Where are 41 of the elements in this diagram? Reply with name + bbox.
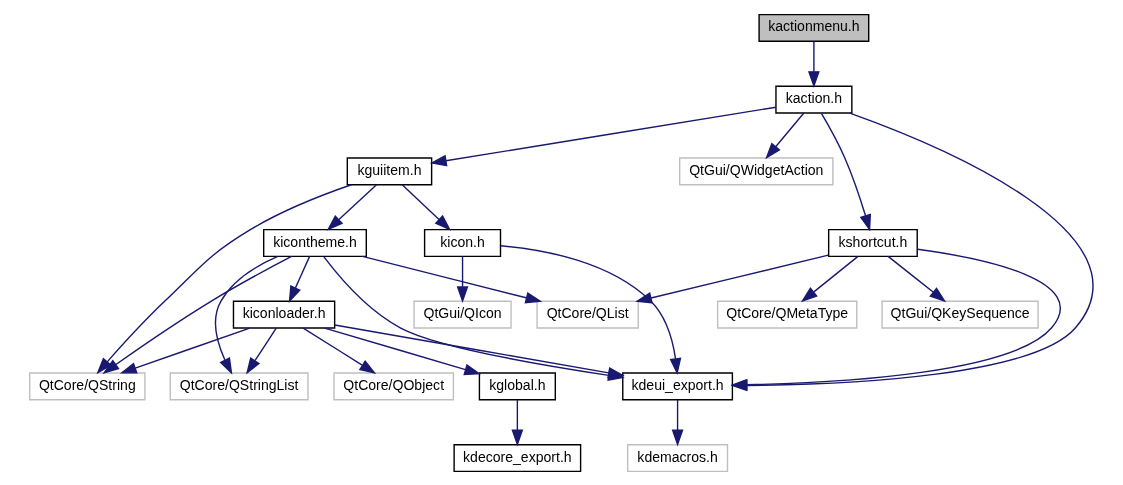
- node-box: kdeui_export.h: [622, 371, 734, 400]
- arrow: [800, 255, 859, 302]
- arrow: [429, 106, 777, 166]
- node-box: QtCore/QString: [29, 371, 146, 400]
- arrow: [288, 255, 311, 303]
- node-box: QtCore/QList: [536, 300, 639, 329]
- arrow: [887, 255, 947, 302]
- node-box: kaction.h: [775, 85, 853, 114]
- node-box: QtCore/QObject: [333, 371, 455, 400]
- arrow: [326, 183, 378, 231]
- node-box: QtGui/QKeySequence: [881, 300, 1039, 329]
- arrow: [765, 111, 805, 159]
- arrow: [401, 183, 452, 231]
- arrow: [361, 255, 543, 303]
- node-box: kshortcut.h: [827, 228, 918, 257]
- arrow: [499, 244, 682, 375]
- arrow: [671, 398, 684, 446]
- node-box: QtCore/QStringList: [169, 371, 309, 400]
- node-box: kactionmenu.h: [758, 13, 870, 42]
- arrow: [511, 398, 524, 446]
- arrow: [820, 112, 872, 231]
- arrow: [119, 326, 251, 374]
- node-box: QtGui/QWidgetAction: [679, 156, 834, 185]
- arrow: [214, 255, 279, 375]
- node-box: kiconloader.h: [232, 300, 336, 329]
- arrow: [456, 255, 469, 303]
- node-box: QtCore/QMetaType: [716, 300, 858, 329]
- node-box: kicontheme.h: [263, 228, 367, 257]
- arrow: [808, 40, 820, 88]
- arrow: [635, 253, 830, 304]
- arrow: [96, 183, 353, 374]
- node-box: kicon.h: [423, 228, 502, 257]
- arrow: [302, 326, 377, 374]
- arrow: [324, 326, 482, 375]
- node-box: kdemacros.h: [627, 443, 729, 472]
- node-box: kdecore_export.h: [453, 443, 582, 472]
- arrow: [246, 326, 277, 374]
- node-box: kguiitem.h: [346, 156, 433, 185]
- node-box: QtGui/QIcon: [413, 300, 512, 329]
- node-box: kglobal.h: [478, 371, 556, 400]
- arrow: [102, 255, 293, 374]
